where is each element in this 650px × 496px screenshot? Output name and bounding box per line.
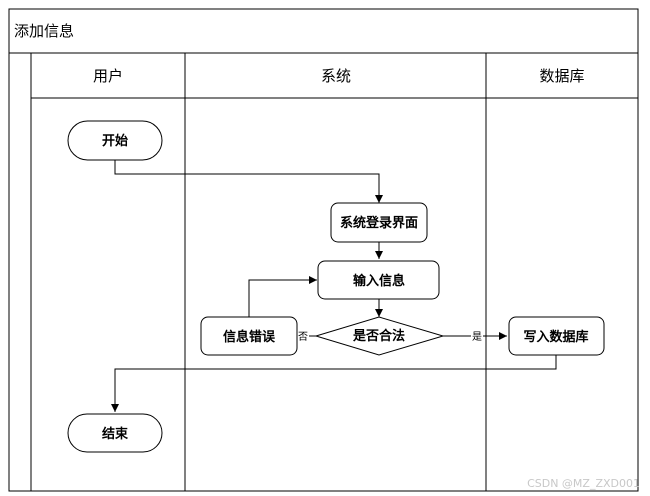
- node-start: [67, 120, 163, 161]
- edge-label-yes: 是: [472, 331, 482, 343]
- node-input-label: 输入信息: [353, 273, 405, 289]
- node-end-label: 结束: [102, 426, 129, 442]
- edge-write-to-end: [111, 355, 557, 412]
- edge-label-no: 否: [298, 331, 308, 343]
- node-login: [330, 202, 428, 243]
- edge-error-to-input: [248, 276, 317, 317]
- node-login-label: 系统登录界面: [340, 215, 418, 231]
- lane-header-system: 系统: [321, 67, 351, 85]
- node-input: [317, 260, 440, 300]
- node-error: [200, 316, 298, 356]
- lane-header-user: 用户: [93, 67, 123, 85]
- node-check-diamond: [314, 316, 445, 356]
- node-write: [508, 316, 605, 356]
- lane-header-database: 数据库: [539, 67, 584, 85]
- node-check-label: 是否合法: [352, 328, 405, 344]
- edge-start-to-login: [114, 160, 383, 203]
- node-end: [67, 413, 163, 453]
- node-error-label: 信息错误: [223, 329, 276, 345]
- watermark: CSDN @MZ_ZXD001: [527, 477, 640, 490]
- node-write-label: 写入数据库: [523, 329, 588, 345]
- pool-title: 添加信息: [14, 22, 74, 40]
- node-start-label: 开始: [102, 133, 128, 149]
